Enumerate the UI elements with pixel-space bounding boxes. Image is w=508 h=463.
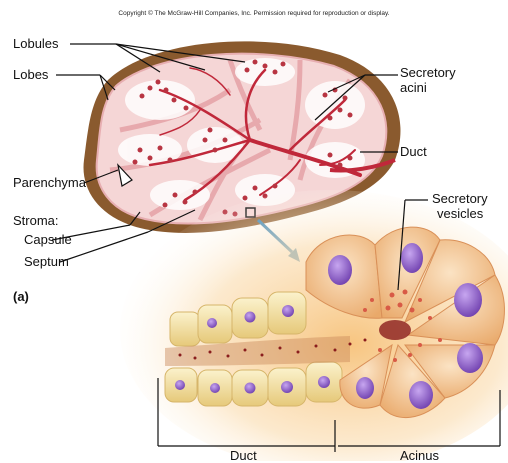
label-parenchyma: Parenchyma [13, 176, 86, 190]
label-secretory-acini-line1: Secretory [400, 66, 456, 80]
label-lobules: Lobules [13, 37, 59, 51]
label-secretory-vesicles-line2: vesicles [437, 207, 483, 221]
label-septum: Septum [24, 255, 69, 269]
label-duct-top: Duct [400, 145, 427, 159]
panel-label: (a) [13, 290, 29, 304]
label-stroma: Stroma: [13, 214, 59, 228]
label-secretory-vesicles-line1: Secretory [432, 192, 488, 206]
label-lobes: Lobes [13, 68, 48, 82]
acinus-lumen [379, 320, 411, 340]
label-secretory-acini-line2: acini [400, 81, 427, 95]
label-capsule: Capsule [24, 233, 72, 247]
